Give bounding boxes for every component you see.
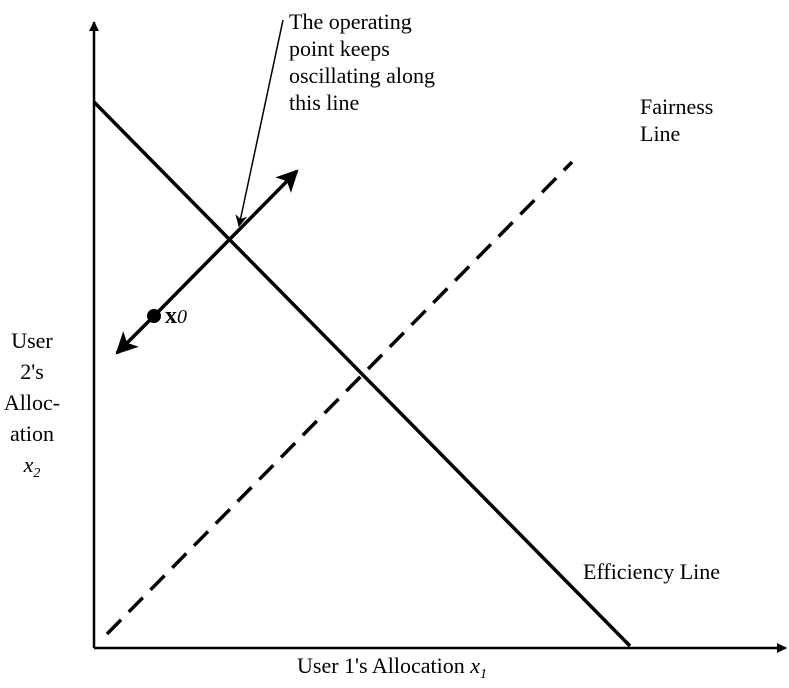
x-axis-variable: x [470, 653, 480, 678]
annotation-line-1: The operating [289, 9, 412, 34]
y-axis-subscript: 2 [33, 466, 41, 481]
y-axis-label: User 2's Alloc- ation x2 [0, 325, 64, 489]
oscillation-arrow-up [152, 169, 299, 318]
y-axis-label-line-3: Alloc- [3, 390, 61, 415]
efficiency-line-label: Efficiency Line [583, 559, 721, 584]
annotation-pointer [235, 19, 284, 228]
point-label: x0 [165, 303, 187, 331]
annotation-line-3: oscillating along [289, 63, 436, 88]
y-axis-label-line-4: ation [10, 421, 54, 446]
fairness-line [105, 160, 574, 636]
y-axis-label-line-1: User [11, 328, 53, 353]
x-axis-subscript: 1 [479, 667, 487, 682]
y-axis-label-variable-line: x2 [0, 449, 64, 489]
point-label-subscript: 0 [177, 306, 187, 328]
fairness-label-line-1: Fairness [640, 94, 714, 119]
x-axis-label-text: User 1's Allocation [297, 653, 471, 678]
efficiency-line [92, 100, 632, 648]
oscillation-arrow-down [115, 314, 156, 355]
annotation-text: The operating point keeps oscillating al… [289, 8, 435, 116]
annotation-line-2: point keeps [289, 36, 390, 61]
x-axis-label: User 1's Allocation x1 [297, 652, 487, 688]
point-label-symbol: x [165, 303, 177, 329]
operating-point-x0 [147, 309, 161, 323]
fairness-label-line-2: Line [640, 121, 681, 146]
y-axis-label-line-2: 2's [20, 359, 44, 384]
annotation-line-4: this line [289, 90, 360, 115]
fairness-line-label: Fairness Line [640, 93, 713, 147]
y-axis-variable: x [23, 452, 34, 477]
